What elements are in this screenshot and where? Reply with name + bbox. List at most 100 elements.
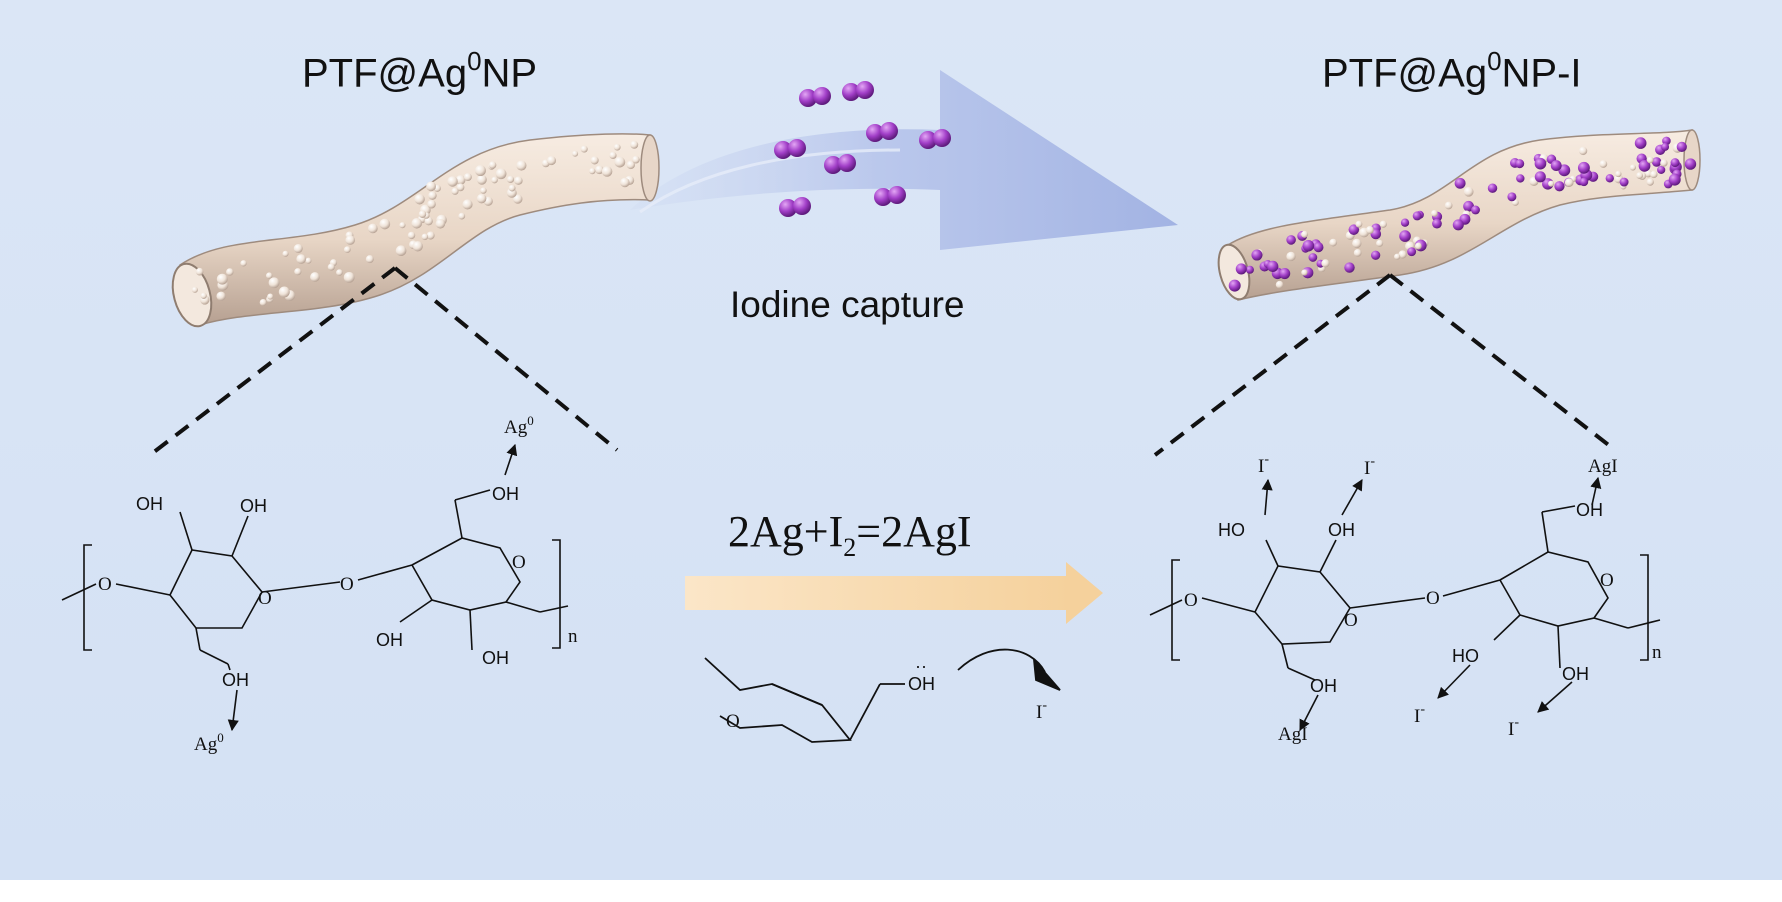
silver-nanoparticle [1414, 242, 1422, 250]
silver-nanoparticle [546, 155, 557, 166]
ring1-o: O [258, 588, 272, 609]
left-oh-4: OH [376, 630, 403, 650]
silver-nanoparticle [226, 268, 234, 276]
silver-nanoparticle [1352, 238, 1362, 249]
agi-particle [1279, 268, 1291, 280]
iodine-molecule [779, 197, 811, 217]
right-ring1-o: O [1344, 610, 1358, 631]
silver-nanoparticle [278, 286, 290, 298]
agi-particle [1634, 137, 1647, 149]
silver-nanoparticle [1353, 249, 1362, 257]
right-cellulose-structure [1149, 476, 1661, 731]
right-oh-2: OH [1328, 520, 1355, 540]
agi-particle [1344, 262, 1355, 273]
silver-nanoparticle [327, 263, 335, 271]
silver-nanoparticle [613, 143, 621, 151]
silver-nanoparticle [191, 286, 198, 293]
agi-particle [1302, 239, 1315, 252]
silver-nanoparticle [259, 298, 267, 306]
iodine-capture-caption: Iodine capture [730, 284, 965, 325]
left-ag0-top: Ag0 [504, 413, 534, 438]
iodine-molecule [842, 81, 874, 101]
agi-particle [1534, 157, 1547, 170]
right-ho-1: HO [1218, 520, 1245, 540]
silver-nanoparticle [1463, 186, 1474, 197]
iodine-atom [888, 186, 906, 204]
iodine-molecule [799, 87, 831, 107]
iodine-atom [793, 197, 811, 215]
silver-nanoparticle [447, 176, 458, 187]
silver-nanoparticle [590, 156, 599, 165]
silver-nanoparticle [463, 173, 472, 182]
silver-nanoparticle [456, 183, 465, 192]
left-ag0-bottom: Ag0 [194, 730, 224, 755]
silver-nanoparticle [345, 235, 356, 245]
silver-nanoparticle [395, 245, 407, 257]
silver-nanoparticle [1599, 160, 1608, 168]
silver-nanoparticle [421, 233, 429, 241]
silver-nanoparticle [1275, 280, 1284, 289]
agi-particle [1657, 165, 1666, 174]
iodine-atom [774, 141, 792, 159]
silver-nanoparticle [435, 218, 446, 229]
agi-particle [1399, 230, 1411, 242]
iodine-atom [933, 129, 951, 147]
silver-nanoparticle [1564, 178, 1574, 187]
agi-particle [1651, 157, 1662, 167]
silver-nanoparticle [426, 181, 436, 192]
silver-nanoparticle [580, 145, 588, 153]
right-agi-top: AgI [1588, 456, 1618, 477]
silver-nanoparticle [1646, 156, 1654, 164]
silver-nanoparticle [195, 267, 204, 276]
reaction-equation: 2Ag+I2=2AgI [728, 507, 972, 562]
silver-nanoparticle [414, 194, 425, 205]
agi-particle [1370, 250, 1381, 260]
agi-particle [1471, 205, 1480, 215]
linker-o-right: O [1184, 590, 1198, 611]
left-oh-2: OH [240, 496, 267, 516]
agi-particle [1670, 158, 1680, 168]
iodine-molecule [866, 122, 898, 142]
iodine-molecule [824, 154, 856, 174]
linker-o-left: O [98, 574, 112, 595]
agi-particle [1400, 218, 1410, 227]
right-ho-4: HO [1452, 646, 1479, 666]
silver-nanoparticle [428, 191, 437, 200]
agi-particle [1245, 265, 1254, 274]
agi-particle [1579, 177, 1589, 187]
lone-pair-dots: ·· [915, 656, 927, 676]
agi-particle [1348, 224, 1360, 235]
silver-nanoparticle [294, 268, 302, 276]
agi-particle [1407, 247, 1417, 257]
right-title: PTF@Ag0NP-I [1322, 46, 1582, 96]
iodine-molecule [874, 186, 906, 206]
agi-particle [1286, 235, 1296, 245]
left-n: n [568, 626, 578, 647]
silver-nanoparticle [411, 218, 423, 229]
agi-particle [1676, 141, 1687, 153]
silver-nanoparticle [379, 218, 391, 230]
silver-nanoparticle [1650, 170, 1658, 179]
silver-nanoparticle [399, 222, 406, 229]
silver-nanoparticle [480, 187, 487, 194]
silver-nanoparticle [514, 176, 523, 185]
silver-nanoparticle [609, 151, 617, 160]
silver-nanoparticle [1644, 169, 1653, 178]
silver-nanoparticle [458, 212, 466, 220]
agi-particle [1507, 192, 1517, 202]
iodine-atom [919, 131, 937, 149]
silver-nanoparticle [491, 176, 498, 184]
agi-particle [1487, 183, 1498, 193]
agi-particle [1534, 171, 1546, 183]
silver-nanoparticle [1431, 210, 1438, 217]
agi-particle [1550, 160, 1562, 172]
silver-nanoparticle [305, 257, 312, 264]
agi-particle [1432, 218, 1442, 229]
silver-nanoparticle [426, 231, 435, 240]
iodine-atom [824, 156, 842, 174]
silver-nanoparticle [476, 174, 487, 185]
agi-particle [1308, 253, 1318, 262]
silver-nanoparticle [1636, 172, 1644, 179]
silver-nanoparticle [462, 199, 473, 210]
